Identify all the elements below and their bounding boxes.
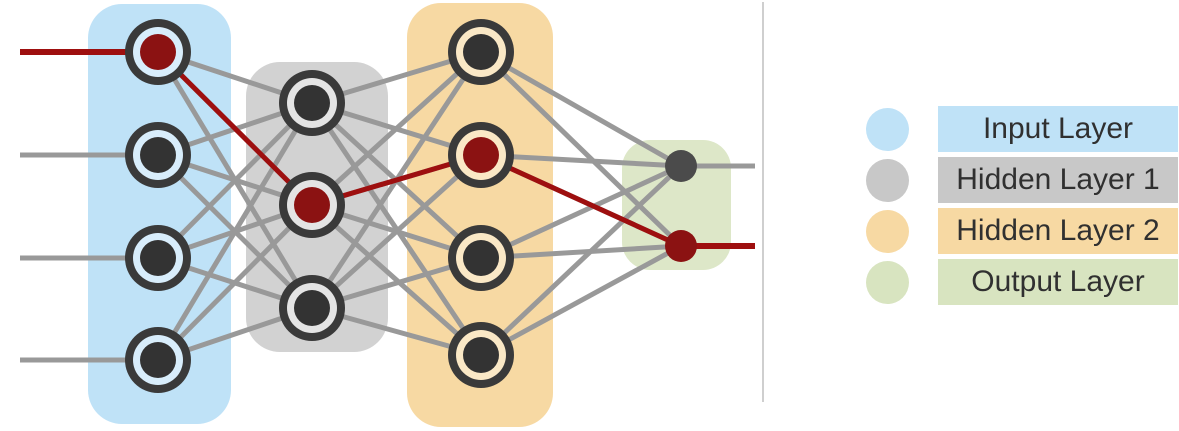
legend-item-hidden-layer-2: Hidden Layer 2 bbox=[866, 208, 1178, 254]
hidden1-node-1 bbox=[294, 85, 330, 121]
input-layer-label: Input Layer bbox=[938, 106, 1178, 152]
edge-hidden12-hidden24 bbox=[310, 203, 483, 357]
active-edge-input-hidden1 bbox=[156, 50, 314, 207]
edge-input4-hidden12 bbox=[156, 203, 314, 362]
hidden2-node-2 bbox=[463, 137, 499, 173]
legend-item-output-layer: Output Layer bbox=[866, 259, 1178, 305]
hidden-layer-1-label: Hidden Layer 1 bbox=[938, 157, 1178, 203]
input-node-2 bbox=[140, 137, 176, 173]
output-layer-panel bbox=[622, 140, 731, 270]
legend-item-input-layer: Input Layer bbox=[866, 106, 1178, 152]
edge-hidden21-output2 bbox=[479, 50, 683, 248]
hidden1-node-2 bbox=[294, 187, 330, 223]
hidden2-node-3 bbox=[463, 240, 499, 276]
edge-hidden24-output1 bbox=[479, 164, 683, 357]
output-layer-label: Output Layer bbox=[938, 259, 1178, 305]
active-edge-hidden2-output bbox=[479, 152, 683, 249]
hidden1-node-3 bbox=[294, 290, 330, 326]
output-layer-swatch-icon bbox=[866, 260, 909, 304]
legend-item-hidden-layer-1: Hidden Layer 1 bbox=[866, 157, 1178, 203]
hidden2-node-1 bbox=[463, 34, 499, 70]
hidden-layer-1-swatch-icon bbox=[866, 158, 909, 202]
edge-hidden21-output1 bbox=[479, 49, 683, 169]
hidden-layer-2-swatch-icon bbox=[866, 209, 909, 253]
edge-hidden13-hidden22 bbox=[310, 153, 483, 310]
input-node-4 bbox=[140, 342, 176, 378]
input-node-3 bbox=[140, 240, 176, 276]
edge-hidden12-hidden21 bbox=[310, 50, 483, 207]
edge-hidden23-output1 bbox=[479, 163, 683, 261]
input-layer-swatch-icon bbox=[866, 107, 909, 151]
edge-hidden23-output2 bbox=[480, 243, 682, 261]
edge-hidden22-output1 bbox=[480, 152, 682, 169]
output-node-1 bbox=[665, 150, 697, 182]
edge-input3-hidden11 bbox=[156, 101, 314, 260]
edge-hidden24-output2 bbox=[479, 243, 683, 358]
output-node-2 bbox=[665, 230, 697, 262]
hidden-layer-2-label: Hidden Layer 2 bbox=[938, 208, 1178, 254]
input-node-1 bbox=[140, 34, 176, 70]
legend: Input Layer Hidden Layer 1 Hidden Layer … bbox=[866, 106, 1178, 305]
hidden2-node-4 bbox=[463, 337, 499, 373]
edge-input4-hidden11 bbox=[155, 101, 315, 362]
